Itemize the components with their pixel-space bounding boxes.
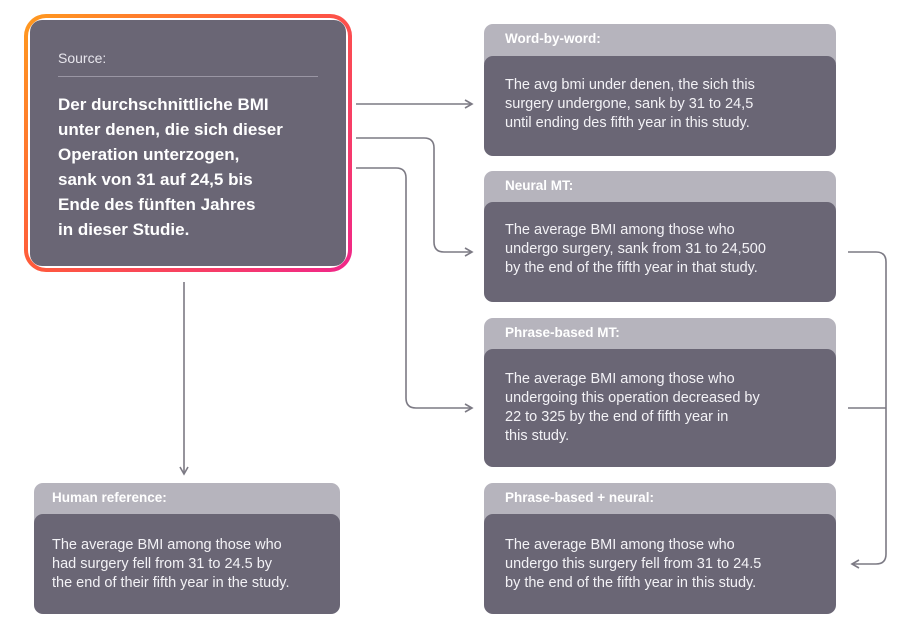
- card-line: this study.: [505, 428, 570, 444]
- card-line: until ending des fifth year in this stud…: [505, 115, 750, 131]
- card-line: surgery undergone, sank by 31 to 24,5: [505, 96, 754, 112]
- card-title: Phrase-based + neural:: [505, 490, 654, 505]
- card-line: The avg bmi under denen, the sich this: [505, 77, 755, 93]
- source-label: Source:: [58, 50, 318, 77]
- card-text: The avg bmi under denen, the sich this s…: [505, 76, 826, 133]
- card-title: Human reference:: [52, 490, 167, 505]
- human-reference-card: Human reference: The average BMI among t…: [34, 483, 340, 614]
- card-line: The average BMI among those who: [52, 537, 282, 553]
- source-line: unter denen, die sich dieser: [58, 120, 283, 139]
- neural-mt-card: Neural MT: The average BMI among those w…: [484, 171, 836, 302]
- source-line: sank von 31 auf 24,5 bis: [58, 170, 253, 189]
- phrase-based-neural-card: Phrase-based + neural: The average BMI a…: [484, 483, 836, 614]
- card-line: by the end of the fifth year in that stu…: [505, 260, 758, 276]
- card-line: The average BMI among those who: [505, 371, 735, 387]
- card-text: The average BMI among those who had surg…: [52, 536, 330, 593]
- card-line: undergo this surgery fell from 31 to 24.…: [505, 556, 762, 572]
- source-line: Ende des fünften Jahres: [58, 195, 256, 214]
- card-text: The average BMI among those who undergoi…: [505, 370, 826, 446]
- card-line: had surgery fell from 31 to 24.5 by: [52, 556, 273, 572]
- source-line: in dieser Studie.: [58, 220, 190, 239]
- card-title: Phrase-based MT:: [505, 325, 620, 340]
- card-title: Neural MT:: [505, 178, 574, 193]
- card-line: by the end of the fifth year in this stu…: [505, 575, 757, 591]
- card-text: The average BMI among those who undergo …: [505, 536, 826, 593]
- card-line: 22 to 325 by the end of fifth year in: [505, 409, 729, 425]
- source-text: Der durchschnittliche BMI unter denen, d…: [58, 92, 328, 242]
- card-text: The average BMI among those who undergo …: [505, 221, 826, 278]
- card-line: the end of their fifth year in the study…: [52, 575, 290, 591]
- arrow-source-to-phrase-based: [356, 167, 474, 413]
- card-title: Word-by-word:: [505, 31, 601, 46]
- source-line: Operation unterzogen,: [58, 145, 240, 164]
- phrase-based-mt-card: Phrase-based MT: The average BMI among t…: [484, 318, 836, 467]
- word-by-word-card: Word-by-word: The avg bmi under denen, t…: [484, 24, 836, 156]
- card-line: undergoing this operation decreased by: [505, 390, 760, 406]
- arrow-source-to-neural: [356, 137, 474, 257]
- card-line: The average BMI among those who: [505, 222, 735, 238]
- source-line: Der durchschnittliche BMI: [58, 95, 269, 114]
- source-box: Source: Der durchschnittliche BMI unter …: [24, 14, 352, 272]
- card-line: undergo surgery, sank from 31 to 24,500: [505, 241, 766, 257]
- card-line: The average BMI among those who: [505, 537, 735, 553]
